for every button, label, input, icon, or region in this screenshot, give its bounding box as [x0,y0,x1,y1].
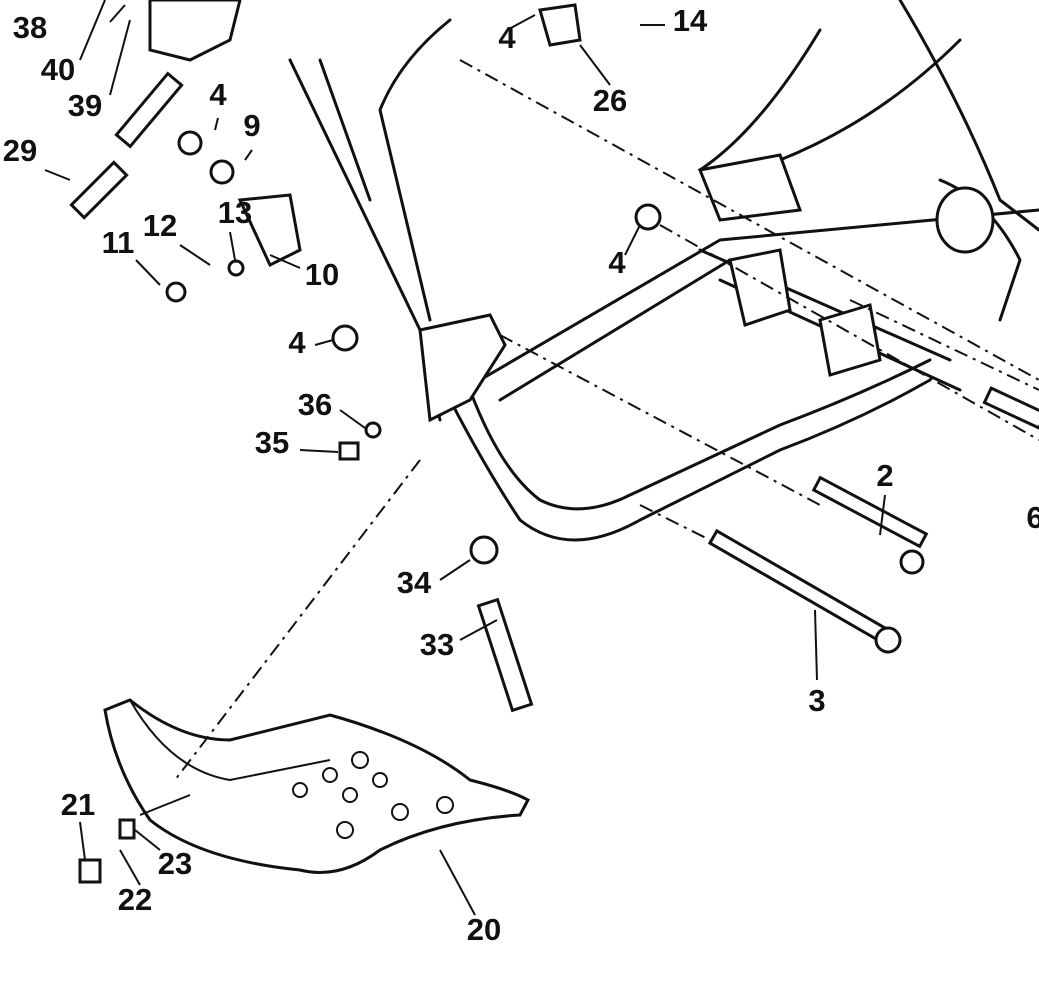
callout-29: 29 [3,133,37,168]
callout-4: 4 [209,77,227,112]
callout-4: 4 [288,325,306,360]
callout-labels: 38 40 39 29 4 9 12 13 11 10 4 36 35 4 26… [3,3,1039,947]
callout-40: 40 [41,52,75,87]
callout-21: 21 [61,787,95,822]
callout-34: 34 [397,565,432,600]
callout-6: 6 [1026,500,1039,535]
skid-plate [103,698,531,874]
frame-tubes [148,0,1039,542]
callout-13: 13 [218,195,252,230]
callout-33: 33 [420,627,454,662]
callout-22: 22 [118,882,152,917]
callout-14: 14 [673,3,708,38]
fasteners [69,71,1039,884]
leader-lines [44,0,1039,916]
callout-35: 35 [255,425,289,460]
callout-9: 9 [243,108,260,143]
callout-4: 4 [608,245,626,280]
callout-11: 11 [102,225,135,260]
callout-10: 10 [305,257,339,292]
callout-4: 4 [498,20,516,55]
callout-20: 20 [467,912,501,947]
callout-36: 36 [298,387,332,422]
callout-3: 3 [808,683,825,718]
callout-2: 2 [876,458,893,493]
callout-39: 39 [68,88,102,123]
callout-26: 26 [593,83,627,118]
callout-23: 23 [158,846,192,881]
callout-12: 12 [143,208,177,243]
callout-38: 38 [13,10,47,45]
